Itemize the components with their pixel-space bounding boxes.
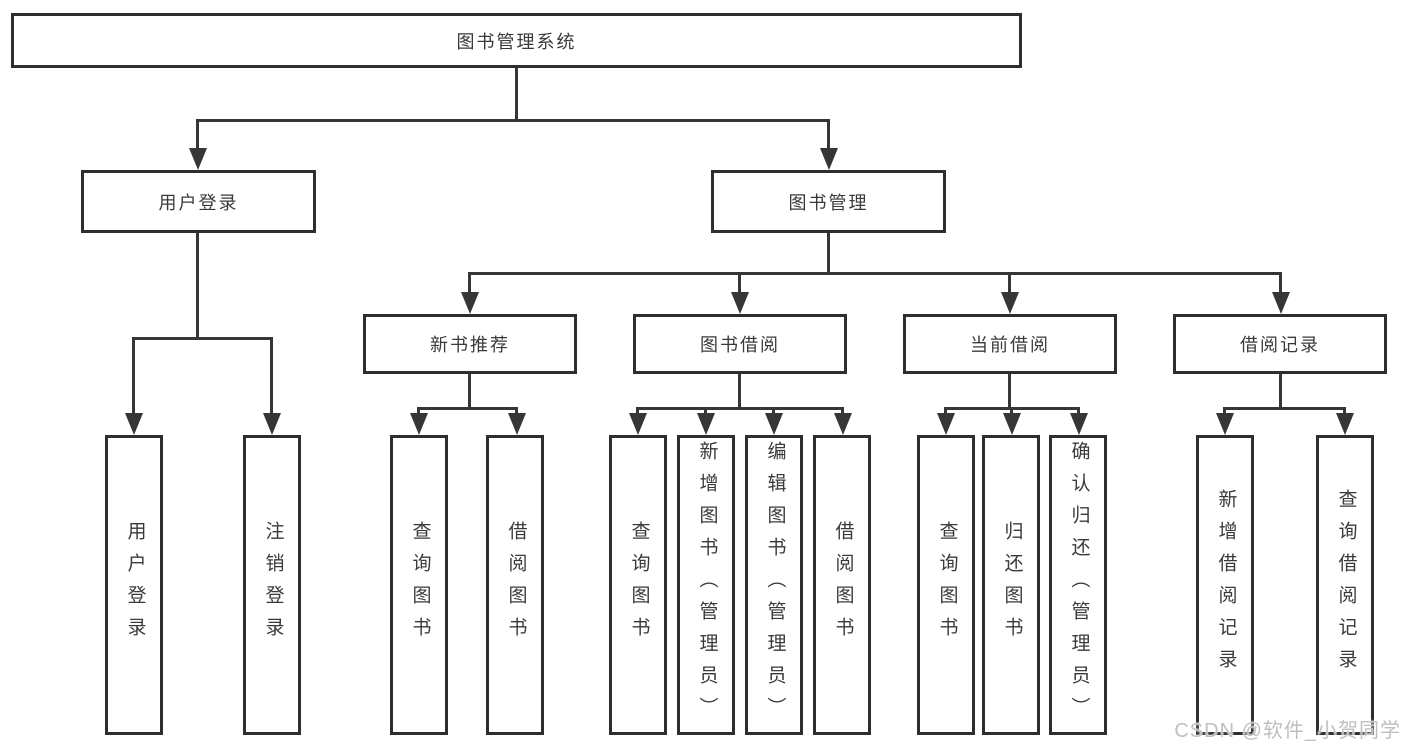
connector-line — [1223, 407, 1346, 410]
arrowhead-down — [1216, 413, 1234, 435]
arrowhead-down — [508, 413, 526, 435]
node-add-books-admin: 新增图书（管理员） — [677, 435, 735, 735]
node-borrow-books-recommend: 借阅图书 — [486, 435, 544, 735]
node-borrow-books-borrowing: 借阅图书 — [813, 435, 871, 735]
node-label: 新书推荐 — [430, 335, 510, 355]
connector-line — [1010, 407, 1013, 417]
connector-line — [944, 407, 947, 417]
arrowhead-down — [629, 413, 647, 435]
connector-line — [196, 233, 199, 340]
node-label: 新增图书（管理员） — [696, 441, 718, 729]
node-label: 用户登录 — [158, 192, 239, 213]
arrowhead-down — [697, 413, 715, 435]
csdn-watermark: CSDN @软件_小贺同学 — [1174, 720, 1401, 742]
connector-line — [636, 407, 844, 410]
arrowhead-down — [820, 148, 838, 170]
arrowhead-down — [834, 413, 852, 435]
node-label: 图书借阅 — [700, 335, 780, 355]
node-borrowing-records: 借阅记录 — [1173, 314, 1387, 374]
node-return-books: 归还图书 — [982, 435, 1040, 735]
connector-line — [515, 407, 518, 417]
arrowhead-down — [410, 413, 428, 435]
connector-line — [196, 119, 830, 122]
connector-line — [827, 233, 830, 275]
node-user-login-leaf: 用户登录 — [105, 435, 163, 735]
node-user-login: 用户登录 — [81, 170, 316, 233]
node-query-books-current: 查询图书 — [917, 435, 975, 735]
node-label: 新增借阅记录 — [1215, 489, 1237, 681]
node-query-books-recommend: 查询图书 — [390, 435, 448, 735]
arrowhead-down — [1336, 413, 1354, 435]
connector-line — [1279, 272, 1282, 296]
node-label: 查询图书 — [936, 521, 958, 649]
node-edit-books-admin: 编辑图书（管理员） — [745, 435, 803, 735]
node-query-books-borrowing: 查询图书 — [609, 435, 667, 735]
arrowhead-down — [125, 413, 143, 435]
node-confirm-return-admin: 确认归还（管理员） — [1049, 435, 1107, 735]
node-new-book-recommend: 新书推荐 — [363, 314, 577, 374]
node-label: 查询借阅记录 — [1335, 489, 1357, 681]
arrowhead-down — [765, 413, 783, 435]
node-label: 图书管理 — [788, 192, 869, 213]
node-book-borrowing: 图书借阅 — [633, 314, 847, 374]
arrowhead-down — [1272, 292, 1290, 314]
node-current-borrowing: 当前借阅 — [903, 314, 1117, 374]
connector-line — [704, 407, 707, 417]
connector-line — [417, 407, 420, 417]
arrowhead-down — [1070, 413, 1088, 435]
connector-line — [636, 407, 639, 417]
connector-line — [1279, 374, 1282, 410]
connector-line — [1008, 374, 1011, 410]
connector-line — [1077, 407, 1080, 417]
connector-line — [132, 337, 135, 417]
arrowhead-down — [1003, 413, 1021, 435]
node-label: 用户登录 — [124, 521, 146, 649]
node-label: 注销登录 — [262, 521, 284, 649]
connector-line — [1343, 407, 1346, 417]
connector-line — [738, 272, 741, 296]
node-label: 查询图书 — [628, 521, 650, 649]
node-query-borrow-record: 查询借阅记录 — [1316, 435, 1374, 735]
connector-line — [270, 337, 273, 417]
connector-line — [196, 119, 199, 151]
arrowhead-down — [263, 413, 281, 435]
connector-line — [738, 374, 741, 410]
connector-line — [1008, 272, 1011, 296]
node-label: 借阅图书 — [505, 521, 527, 649]
connector-line — [827, 119, 830, 151]
connector-line — [468, 374, 471, 410]
arrowhead-down — [731, 292, 749, 314]
arrowhead-down — [1001, 292, 1019, 314]
connector-line — [1223, 407, 1226, 417]
node-logout-leaf: 注销登录 — [243, 435, 301, 735]
node-label: 当前借阅 — [970, 335, 1050, 355]
arrowhead-down — [461, 292, 479, 314]
arrowhead-down — [189, 148, 207, 170]
node-label: 查询图书 — [409, 521, 431, 649]
connector-line — [841, 407, 844, 417]
node-label: 归还图书 — [1001, 521, 1023, 649]
node-book-management-system: 图书管理系统 — [11, 13, 1022, 68]
arrowhead-down — [937, 413, 955, 435]
connector-line — [417, 407, 518, 410]
node-label: 图书管理系统 — [456, 31, 577, 52]
node-label: 确认归还（管理员） — [1068, 441, 1090, 729]
node-label: 编辑图书（管理员） — [764, 441, 786, 729]
connector-line — [468, 272, 1282, 275]
connector-line — [132, 337, 273, 340]
connector-line — [468, 272, 471, 296]
connector-line — [772, 407, 775, 417]
node-label: 借阅记录 — [1240, 335, 1320, 355]
connector-line — [515, 68, 518, 121]
node-book-management: 图书管理 — [711, 170, 946, 233]
node-add-borrow-record: 新增借阅记录 — [1196, 435, 1254, 735]
node-label: 借阅图书 — [832, 521, 854, 649]
